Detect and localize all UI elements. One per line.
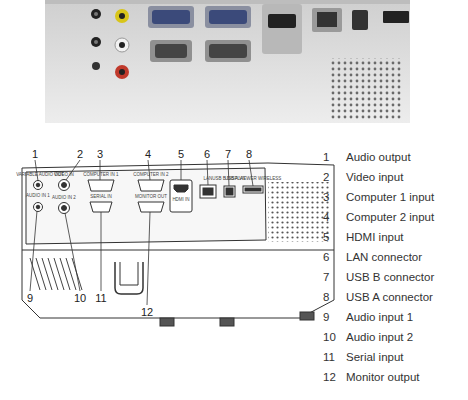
callout-number: 11 [95,293,106,304]
callout-number: 8 [246,149,252,160]
legend-number: 12 [323,372,336,384]
legend-number: 10 [323,332,336,344]
legend-number: 8 [323,292,329,304]
legend-text: USB A connector [346,292,433,304]
callout-number: 3 [97,149,103,160]
panel-label: LAN [204,177,213,182]
legend-text: Computer 2 input [346,212,434,224]
legend-number: 3 [323,192,329,204]
legend-number: 9 [323,312,329,324]
legend-text: USB B connector [346,272,434,284]
legend-text: HDMI input [346,232,404,244]
legend-number: 7 [323,272,329,284]
panel-photo [45,0,410,123]
panel-label: USB A VIEWER WIRELESS [225,177,282,182]
legend-text: LAN connector [346,252,422,264]
callout-number: 10 [74,293,86,304]
legend-text: Computer 1 input [346,192,434,204]
legend-number: 5 [323,232,329,244]
panel-label: SERIAL IN [90,195,112,200]
callout-number: 1 [32,149,38,160]
legend-text: Audio input 1 [346,312,413,324]
legend-number: 11 [323,352,335,364]
callout-number: 2 [77,149,83,160]
callout-number: 4 [145,149,151,160]
panel-label: HDMI IN [172,198,189,203]
legend-text: Serial input [346,352,404,364]
projector-drawing [22,163,334,326]
callout-number: 12 [141,307,153,318]
callout-number: 7 [225,149,231,160]
legend-text: Audio input 2 [346,332,413,344]
legend-number: 4 [323,212,329,224]
leader-lines [30,160,253,305]
legend-text: Audio output [346,152,411,164]
panel-label: AUDIO IN 2 [52,196,76,201]
legend-text: Video input [346,172,403,184]
panel-label: COMPUTER IN 1 [83,173,118,178]
callout-number: 6 [204,149,210,160]
panel-label: COMPUTER IN 2 [133,173,168,178]
legend-number: 2 [323,172,329,184]
legend-number: 1 [323,152,329,164]
callout-number: 5 [178,149,184,160]
panel-label: VIDEO IN [54,173,74,178]
panel-label: AUDIO IN 1 [26,194,50,199]
callout-number: 9 [27,293,33,304]
legend-number: 6 [323,252,329,264]
legend-text: Monitor output [346,372,420,384]
panel-label: MONITOR OUT [135,195,167,200]
